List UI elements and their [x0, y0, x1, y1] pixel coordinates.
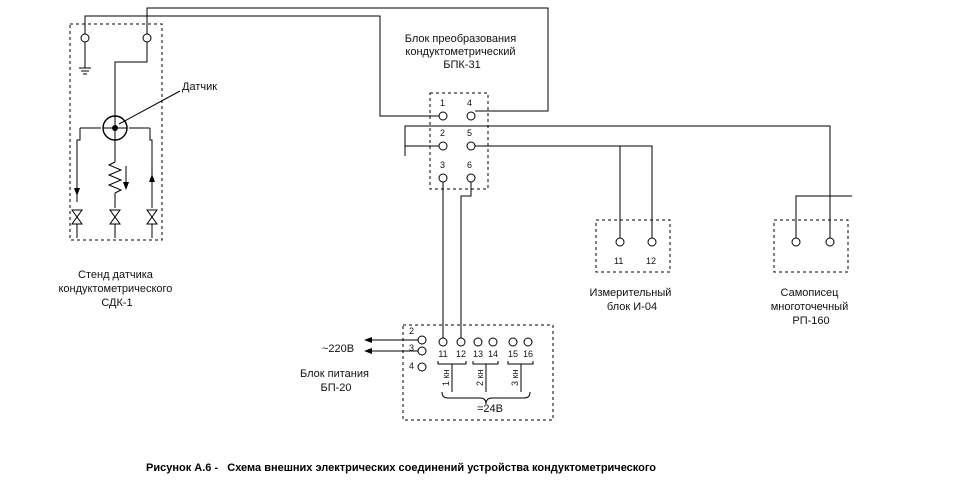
power-terminal-4 [417, 362, 427, 372]
stand-terminal-2 [142, 33, 152, 43]
power-terminal-16 [523, 337, 533, 347]
svg-text:11: 11 [438, 349, 447, 359]
svg-text:3: 3 [409, 343, 414, 353]
dc-brace [441, 391, 531, 405]
power-label: Блок питания БП-20 [300, 368, 372, 394]
svg-text:13: 13 [473, 349, 483, 359]
svg-text:11: 11 [614, 256, 623, 266]
valve-left-icon [71, 209, 83, 238]
svg-text:2: 2 [440, 128, 445, 138]
svg-text:1 кн: 1 кн [441, 370, 451, 386]
recorder-terminal-2 [825, 237, 835, 247]
recorder-frame [773, 219, 849, 273]
converter-frame [429, 92, 489, 190]
converter-terminal-6 [466, 173, 476, 183]
converter-terminal-2 [438, 141, 448, 151]
measuring-label: Измерительный блок И-04 [590, 287, 675, 313]
measuring-terminal-11 [615, 237, 625, 247]
power-terminal-14 [488, 337, 498, 347]
svg-text:1: 1 [440, 98, 445, 108]
sensor-label: Датчик [182, 81, 217, 93]
power-terminal-13 [473, 337, 483, 347]
dc-label: =24В [477, 403, 503, 415]
measuring-terminal-12 [647, 237, 657, 247]
power-supply-bp20: 2 3 4 ~220В 11 12 13 14 15 16 1 кн 2 кн … [300, 324, 554, 421]
measuring-frame [595, 219, 671, 273]
svg-text:2 кн: 2 кн [475, 370, 485, 386]
svg-text:4: 4 [409, 361, 414, 371]
svg-text:4: 4 [467, 98, 472, 108]
power-terminal-12 [456, 337, 466, 347]
stand-label: Стенд датчика кондуктометрического СДК-1 [59, 269, 176, 309]
converter-terminal-3 [438, 173, 448, 183]
measuring-block-i04: 11 12 Измерительный блок И-04 [590, 219, 675, 313]
power-frame [402, 324, 554, 421]
svg-text:12: 12 [456, 349, 466, 359]
power-terminal-11 [438, 337, 448, 347]
ac-label: ~220В [322, 343, 354, 355]
stand-sdk1: Датчик Стенд датчика к [59, 23, 217, 309]
power-terminal-15 [508, 337, 518, 347]
figure-caption: Рисунок А.6 - Схема внешних электрически… [146, 462, 656, 474]
svg-text:3: 3 [440, 160, 445, 170]
valve-center-icon [109, 209, 121, 238]
recorder-terminal-1 [791, 237, 801, 247]
svg-text:12: 12 [646, 256, 656, 266]
ground-icon [79, 67, 91, 75]
coil-icon [107, 161, 123, 194]
svg-text:14: 14 [488, 349, 498, 359]
recorder-label: Самописец многоточечный РП-160 [771, 287, 852, 327]
power-terminal-3 [417, 346, 427, 356]
converter-bpk31: Блок преобразования кондуктометрический … [405, 33, 519, 190]
svg-text:6: 6 [467, 160, 472, 170]
converter-label: Блок преобразования кондуктометрический … [405, 33, 519, 71]
stand-terminal-1 [80, 33, 90, 43]
svg-text:2: 2 [409, 326, 414, 336]
svg-text:16: 16 [523, 349, 533, 359]
power-terminal-2 [417, 335, 427, 345]
svg-text:15: 15 [508, 349, 518, 359]
recorder-rp160: Самописец многоточечный РП-160 [771, 219, 852, 327]
svg-text:3 кн: 3 кн [510, 370, 520, 386]
converter-terminal-1 [438, 111, 448, 121]
stand-frame [69, 23, 163, 241]
svg-text:5: 5 [467, 128, 472, 138]
sensor-icon [80, 115, 150, 141]
valve-right-icon [146, 209, 158, 238]
converter-terminal-4 [466, 111, 476, 121]
converter-terminal-5 [466, 141, 476, 151]
